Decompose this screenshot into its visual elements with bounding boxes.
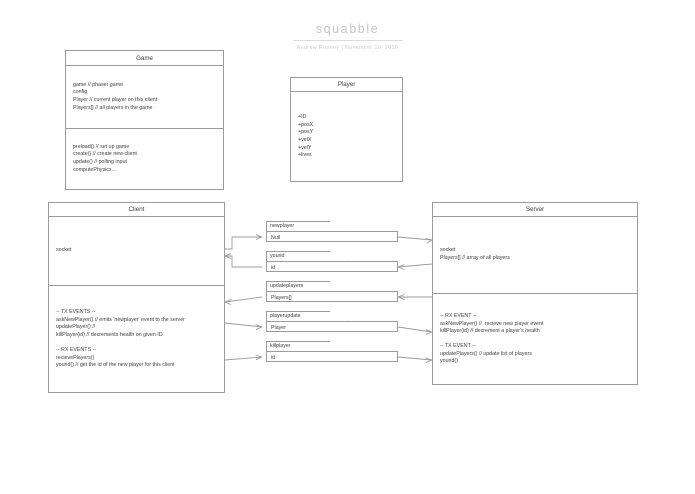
- attribute-line: config: [73, 89, 88, 96]
- method-line: update() // polling input: [73, 159, 127, 165]
- message-payload-label: Players[]: [271, 294, 292, 301]
- class-attributes-player: +ID +posX +posY +velX +velY +lives: [291, 92, 402, 182]
- message-body: Null: [266, 231, 398, 242]
- message-payload-label: id: [271, 354, 276, 361]
- message-tab: newplayer: [266, 221, 348, 231]
- arrow-newplayer-to-server: [397, 236, 433, 241]
- arrow-yourid-to-client: [225, 255, 262, 268]
- message-body: Player: [266, 321, 398, 332]
- document-header: squabble Andrew Rooney | November 10, 20…: [0, 22, 695, 52]
- class-attributes-server: socket Players[] // array of all players: [433, 217, 637, 293]
- class-attributes-game: game // phaser game config Player // cur…: [66, 66, 223, 128]
- attribute-line: +posX: [298, 121, 314, 128]
- message-note-newplayer[interactable]: newplayer Null: [266, 221, 398, 242]
- attribute-line: socket: [56, 247, 72, 254]
- message-event-label: newplayer: [270, 223, 295, 229]
- arrow-client-to-playerupdate: [224, 322, 263, 328]
- method-line: -- RX EVENT --: [440, 312, 477, 319]
- attribute-line: +velX: [298, 137, 312, 143]
- arrowhead-playerupdate-in: [255, 324, 263, 331]
- arrow-client-to-killplayer: [224, 356, 263, 361]
- method-line: -- TX EVENT --: [440, 343, 476, 350]
- attribute-line: +lives: [298, 152, 312, 159]
- method-line: killPlayer(id) // decrement a player's h…: [440, 328, 540, 335]
- method-line: preload() // set up game: [73, 143, 130, 150]
- uml-class-game[interactable]: Game game // phaser game config Player /…: [65, 50, 224, 190]
- arrow-killplayer-to-server: [397, 356, 433, 361]
- uml-class-server[interactable]: Server socket Players[] // array of all …: [432, 202, 638, 385]
- method-spacer: [56, 340, 217, 348]
- message-note-killplayer[interactable]: killplayer id: [266, 341, 398, 362]
- arrowhead-updateplayers-out: [224, 298, 232, 306]
- title-divider: [292, 40, 403, 41]
- message-tab: updateplayers: [266, 281, 348, 291]
- attribute-line: +posY: [298, 129, 314, 136]
- class-title-game: Game: [66, 51, 223, 66]
- arrow-client-to-newplayer: [225, 236, 262, 250]
- message-tab: playerupdate: [266, 311, 348, 321]
- attribute-line: Player // current player on this client: [73, 97, 158, 103]
- attribute-line: Players[] // all players in the game: [73, 104, 153, 111]
- class-title-server: Server: [433, 203, 637, 217]
- message-event-label: playerupdate: [270, 313, 301, 319]
- message-body: id: [266, 261, 398, 272]
- method-line: updatePlayers() // update list of player…: [440, 350, 532, 357]
- page-title: squabble: [315, 22, 380, 36]
- arrow-playerupdate-to-server: [397, 326, 433, 333]
- message-event-label: yourid: [270, 253, 285, 259]
- message-payload-label: id: [271, 264, 276, 271]
- method-line: yourid() // get the id of the new player…: [56, 362, 175, 369]
- message-body: Players[]: [266, 291, 398, 302]
- class-methods-server: -- RX EVENT -- askNewPlayer() // recieve…: [433, 293, 637, 385]
- arrow-server-to-yourid: [397, 263, 433, 268]
- uml-class-player[interactable]: Player +ID +posX +posY +velX +velY +live…: [290, 77, 403, 182]
- message-payload-label: Player: [271, 324, 287, 331]
- method-line: computePhysics...: [73, 166, 116, 173]
- arrowhead-yourid-out: [224, 253, 232, 259]
- message-event-label: killplayer: [270, 343, 291, 349]
- message-tab: killplayer: [266, 341, 348, 351]
- message-payload-label: Null: [271, 234, 281, 241]
- document-subtitle: Andrew Rooney | November 10, 2018: [296, 45, 399, 51]
- message-note-playerupdate[interactable]: playerupdate Player: [266, 311, 398, 332]
- arrowhead-yourid-in: [397, 264, 405, 270]
- arrowhead-newplayer-in: [255, 234, 263, 240]
- class-methods-game: preload() // set up game create() // cre…: [66, 128, 223, 189]
- method-line: recievePlayers(): [56, 354, 95, 361]
- message-event-label: updateplayers: [270, 283, 304, 289]
- class-methods-client: -- TX EVENTS -- askNewPlayer() // emits …: [49, 285, 224, 393]
- attribute-line: +ID: [298, 114, 307, 121]
- class-title-player: Player: [291, 78, 402, 92]
- arrowhead-updateplayers-in: [397, 294, 405, 300]
- arrowhead-killplayer-in: [255, 354, 263, 361]
- attribute-line: game // phaser game: [73, 81, 124, 88]
- message-body: id: [266, 351, 398, 362]
- attribute-line: socket: [440, 247, 456, 254]
- method-line: -- RX EVENTS --: [56, 347, 97, 354]
- class-attributes-client: socket: [49, 217, 224, 285]
- uml-class-client[interactable]: Client socket -- TX EVENTS -- askNewPlay…: [48, 202, 225, 393]
- method-line: askNewPlayer() // recieve new player eve…: [440, 320, 544, 327]
- method-line: askNewPlayer() // emits 'newplayer' even…: [56, 316, 185, 323]
- attribute-line: Players[] // array of all players: [440, 255, 510, 261]
- arrow-updateplayers-to-client: [224, 296, 263, 303]
- method-line: create() // create new client: [73, 151, 137, 158]
- class-title-client: Client: [49, 203, 224, 217]
- method-line: -- TX EVENTS --: [56, 309, 96, 316]
- message-note-yourid[interactable]: yourid id: [266, 251, 398, 272]
- message-tab: yourid: [266, 251, 348, 261]
- method-line: yourid(): [440, 358, 458, 365]
- method-line: killPlayer(id) // decrements health on g…: [56, 331, 163, 338]
- method-spacer: [440, 336, 630, 344]
- message-note-updateplayers[interactable]: updateplayers Players[]: [266, 281, 398, 302]
- method-line: updatePlayer() //: [56, 324, 96, 331]
- attribute-line: +velY: [298, 144, 312, 151]
